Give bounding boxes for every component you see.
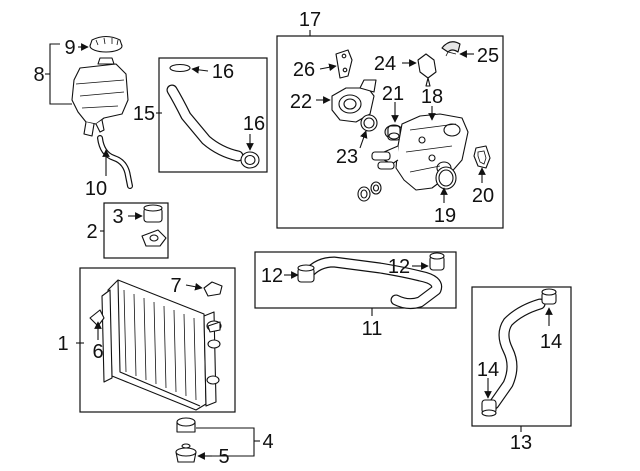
callout-21: 21 (382, 83, 404, 105)
drain-plug-5 (175, 443, 197, 463)
leader-16a (191, 66, 209, 74)
callout-13: 13 (510, 432, 532, 454)
callout-5: 5 (218, 446, 229, 468)
callout-9: 9 (64, 37, 75, 59)
leader-26 (319, 63, 337, 72)
callout-10: 10 (85, 178, 107, 200)
sensor-24 (417, 53, 437, 87)
box-radiator (79, 267, 236, 413)
radiator (101, 279, 222, 411)
callout-24: 24 (374, 53, 396, 75)
callout-20: 20 (472, 185, 494, 207)
box-radiator-hose-upper (254, 251, 457, 309)
clip-25 (441, 41, 461, 57)
box-coolant-inlet-hose (158, 57, 268, 173)
callout-2: 2 (86, 221, 97, 243)
callout-18: 18 (421, 86, 443, 108)
reservoir-cap (89, 35, 123, 53)
callout-17: 17 (299, 9, 321, 31)
inlet-hose (166, 84, 244, 162)
callout-23: 23 (336, 146, 358, 168)
gasket-20 (473, 145, 491, 169)
hose-clamp-lower (240, 151, 260, 169)
callout-8: 8 (33, 64, 44, 86)
radiator-cap-4 (176, 417, 196, 433)
gasket-23 (360, 114, 378, 132)
hose-clamp-14a (541, 288, 557, 305)
coolant-reservoir (71, 57, 129, 137)
bracket-26 (335, 49, 353, 79)
callout-14a: 14 (540, 331, 562, 353)
radiator-bracket-7 (203, 281, 223, 297)
callout-12a: 12 (261, 265, 283, 287)
callout-14b: 14 (477, 359, 499, 381)
hose-clamp-14b (481, 399, 497, 417)
hose-clamp-12b (429, 252, 445, 271)
callout-1: 1 (57, 333, 68, 355)
callout-3: 3 (112, 206, 123, 228)
leader-23 (359, 130, 368, 149)
callout-19: 19 (434, 205, 456, 227)
callout-6: 6 (92, 341, 103, 363)
box-thermostat-housing (276, 35, 504, 229)
callout-15: 15 (133, 103, 155, 125)
hose-clamp-12a (297, 264, 315, 283)
upper-radiator-hose (302, 256, 443, 310)
o-rings (357, 181, 382, 202)
callout-11: 11 (362, 318, 383, 340)
callout-25: 25 (477, 45, 499, 67)
callout-12b: 12 (388, 256, 410, 278)
callout-22: 22 (290, 91, 312, 113)
leader-4 (196, 427, 255, 457)
callout-16a: 16 (212, 61, 234, 83)
mount-bushing-lower (141, 229, 167, 247)
callout-4: 4 (262, 431, 273, 453)
callout-16b: 16 (243, 113, 265, 135)
reservoir-hose (97, 135, 133, 189)
gasket-19 (435, 166, 457, 190)
callout-26: 26 (293, 59, 315, 81)
hose-clamp-upper (169, 63, 191, 73)
mount-bushing-upper (143, 204, 163, 223)
water-outlet-22 (331, 79, 377, 123)
callout-7: 7 (170, 275, 181, 297)
lower-radiator-hose (488, 298, 546, 410)
thermostat-21 (384, 124, 404, 141)
leader-7 (185, 282, 203, 291)
